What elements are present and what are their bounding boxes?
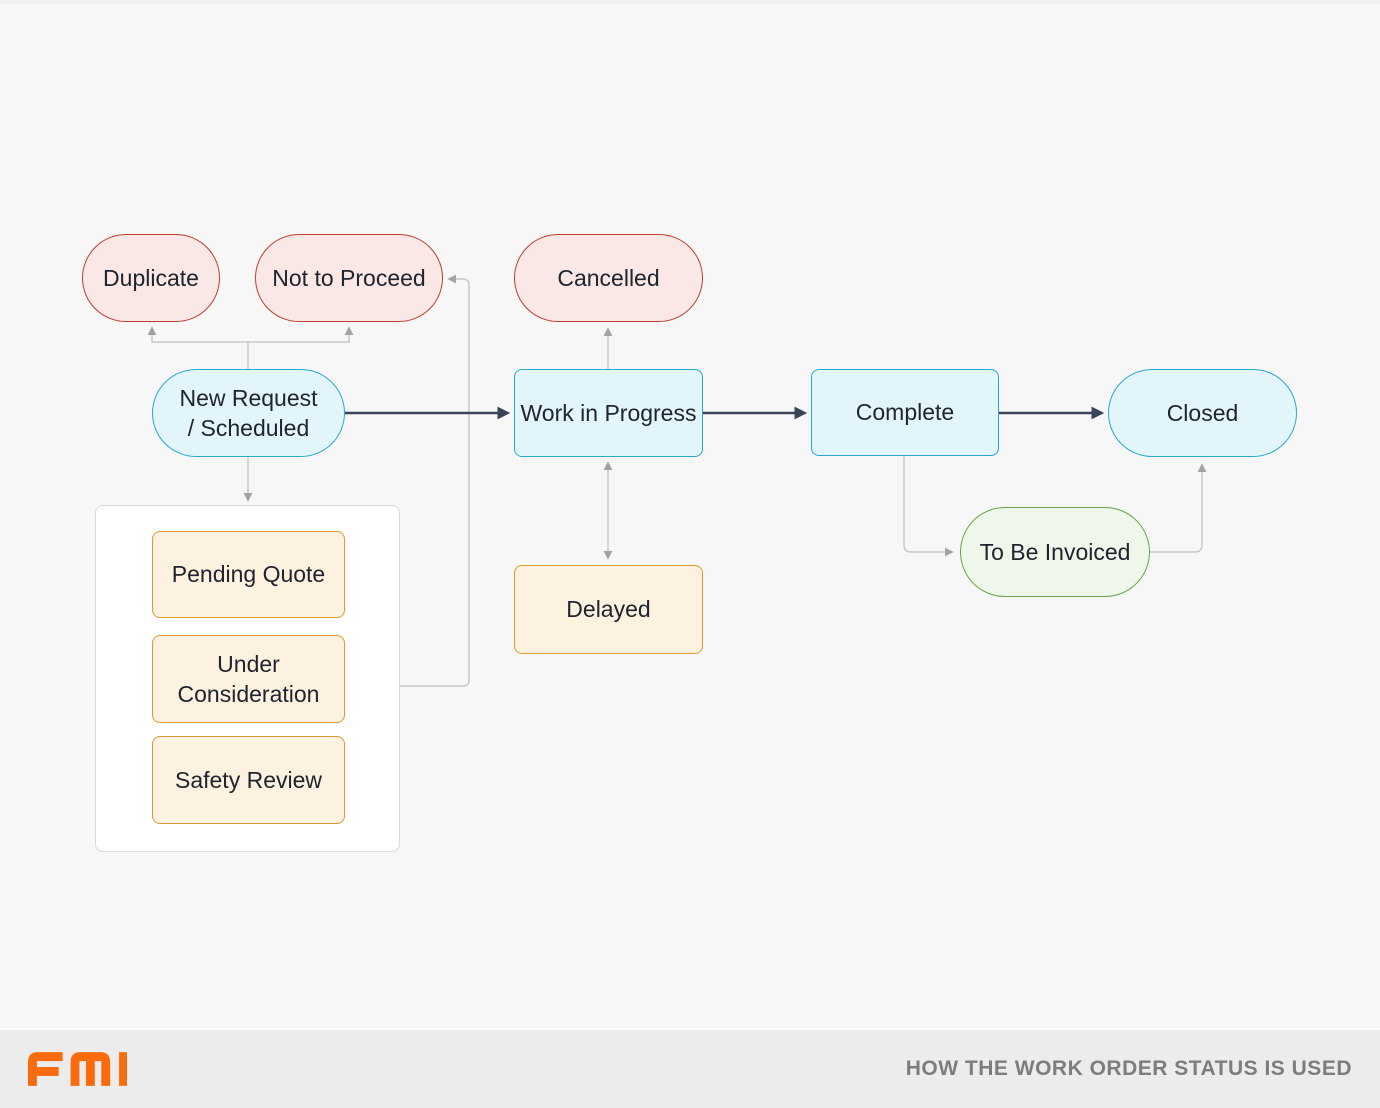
edge-group-to-nottoproceed bbox=[400, 274, 470, 687]
node-under-consideration: Under Consideration bbox=[152, 635, 345, 723]
node-cancelled-label: Cancelled bbox=[557, 264, 660, 291]
node-pending-quote: Pending Quote bbox=[152, 531, 345, 618]
node-pending-quote-label: Pending Quote bbox=[171, 561, 326, 588]
edge-tobeinvoiced-to-closed bbox=[1150, 463, 1207, 553]
node-duplicate-label: Duplicate bbox=[103, 264, 199, 291]
node-duplicate: Duplicate bbox=[82, 234, 220, 322]
top-strip bbox=[0, 0, 1380, 4]
node-not-to-proceed-label: Not to Proceed bbox=[272, 264, 426, 291]
node-safety-review-label: Safety Review bbox=[174, 766, 322, 793]
node-not-to-proceed: Not to Proceed bbox=[255, 234, 443, 322]
node-to-be-invoiced: To Be Invoiced bbox=[960, 507, 1150, 597]
fmi-logo-icon bbox=[28, 1052, 127, 1086]
node-cancelled: Cancelled bbox=[514, 234, 703, 322]
edge-complete-to-tobeinvoiced bbox=[903, 456, 954, 557]
footer-title: HOW THE WORK ORDER STATUS IS USED bbox=[905, 1057, 1352, 1080]
node-new-request-scheduled: New Request / Scheduled bbox=[152, 369, 345, 457]
node-delayed: Delayed bbox=[514, 565, 703, 654]
node-complete-label: Complete bbox=[855, 399, 955, 426]
node-safety-review: Safety Review bbox=[152, 736, 345, 824]
node-new-request-scheduled-label: New Request / Scheduled bbox=[179, 384, 318, 441]
diagram-canvas: Duplicate Not to Proceed Cancelled New R… bbox=[0, 4, 1380, 1028]
node-under-consideration-label: Under Consideration bbox=[177, 650, 320, 707]
node-work-in-progress-label: Work in Progress bbox=[520, 399, 697, 426]
node-closed: Closed bbox=[1108, 369, 1297, 457]
node-work-in-progress: Work in Progress bbox=[514, 369, 703, 457]
node-delayed-label: Delayed bbox=[566, 596, 651, 623]
node-complete: Complete bbox=[811, 369, 999, 456]
node-to-be-invoiced-label: To Be Invoiced bbox=[979, 538, 1131, 565]
node-closed-label: Closed bbox=[1166, 399, 1239, 426]
footer-bar: HOW THE WORK ORDER STATUS IS USED bbox=[0, 1028, 1380, 1108]
